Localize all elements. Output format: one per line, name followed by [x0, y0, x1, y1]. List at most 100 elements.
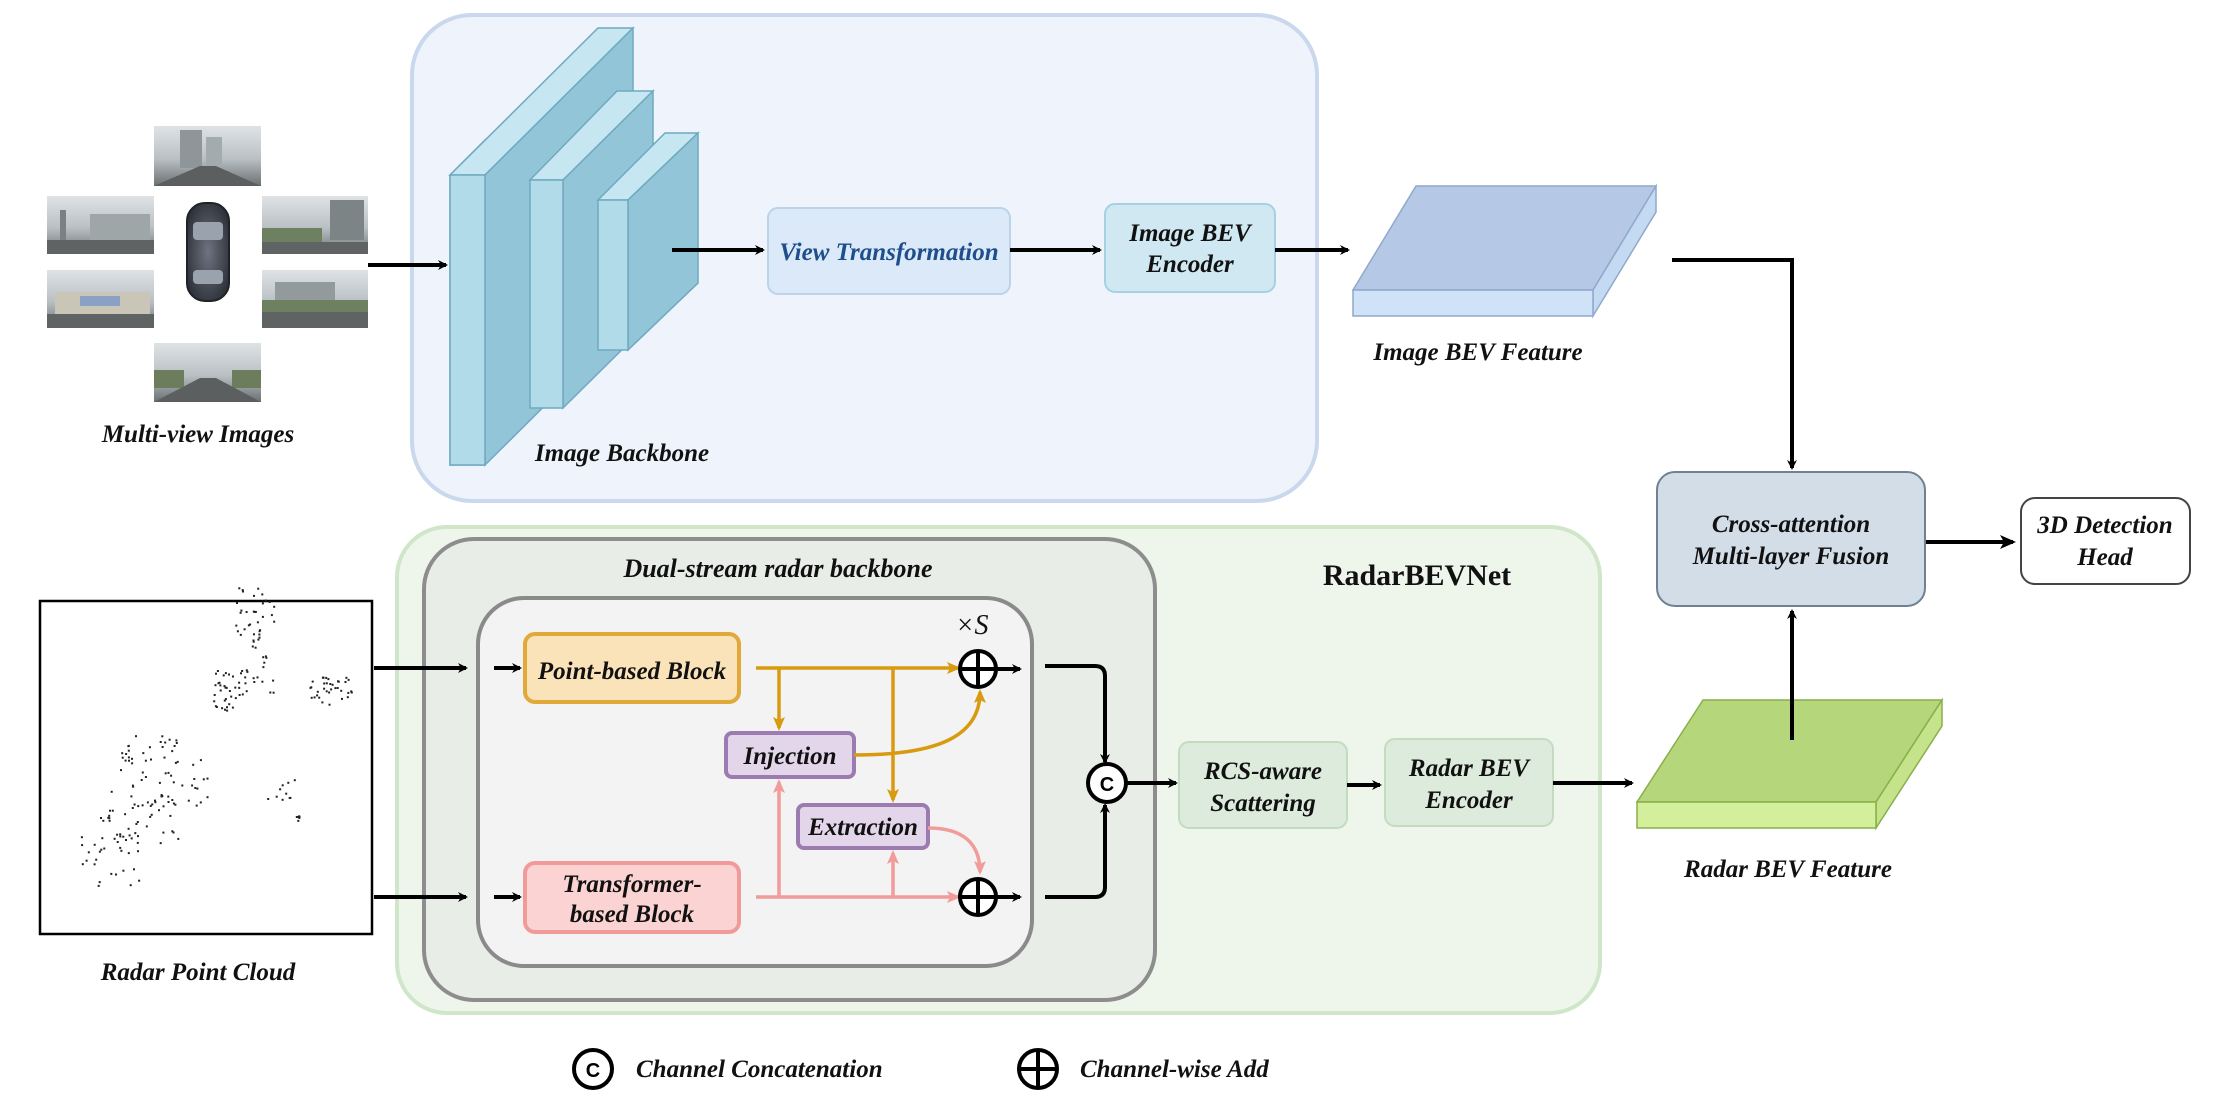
legend-add-icon [1017, 1048, 1059, 1090]
radar-point [98, 881, 101, 884]
radar-point [199, 759, 202, 762]
radar-point [309, 686, 312, 689]
radar-point [219, 684, 222, 687]
channel-add-symbol-bottom [958, 877, 998, 917]
radar-point [344, 681, 347, 683]
radar-point [234, 686, 237, 689]
camera-image-front-right [262, 196, 368, 254]
radar-point [261, 602, 264, 605]
radar-point [102, 819, 105, 822]
radar-point [169, 814, 172, 817]
radar-point [172, 781, 175, 784]
radar-point [148, 746, 151, 749]
radar-point [258, 633, 261, 636]
radar-point [122, 869, 125, 872]
radar-point [259, 629, 262, 632]
radar-point [167, 795, 170, 798]
radar-point [111, 809, 114, 812]
radar-point [136, 841, 139, 844]
legend-add-label: Channel-wise Add [1080, 1056, 1269, 1083]
channel-concat-symbol: C [1086, 762, 1128, 804]
arrow-top-to-concat [1045, 664, 1110, 764]
radar-point [161, 746, 164, 748]
radar-bev-encoder-label-line2: Encoder [1424, 787, 1513, 814]
radar-point [272, 679, 275, 682]
radar-point [120, 769, 122, 772]
radar-point [133, 868, 135, 871]
radar-point [268, 601, 271, 603]
radar-point [287, 781, 290, 784]
radar-point [206, 777, 209, 780]
radar-point [257, 587, 260, 590]
radar-point [325, 690, 328, 693]
radar-point [311, 680, 314, 683]
radar-point [131, 784, 134, 787]
radar-point [109, 809, 111, 812]
radar-point [245, 611, 248, 613]
radar-point [334, 687, 337, 690]
view-transformation-label: View Transformation [779, 239, 998, 266]
radar-point [247, 624, 250, 627]
extraction-label: Extraction [807, 814, 918, 841]
radar-point [101, 837, 104, 840]
radar-point [213, 700, 216, 703]
radarbevnet-title: RadarBEVNet [1323, 559, 1511, 592]
radar-point [93, 863, 96, 866]
radar-point [224, 672, 227, 675]
radar-point [269, 691, 272, 694]
radar-point [127, 827, 130, 830]
radar-point [262, 666, 265, 669]
radar-point [107, 816, 110, 819]
legend-concat: C Channel Concatenation [572, 1048, 883, 1090]
radar-point [135, 735, 137, 738]
radar-point [158, 781, 161, 784]
radar-point [244, 682, 247, 685]
radar-point [270, 614, 273, 617]
radar-point [137, 805, 140, 808]
radar-point [219, 689, 222, 692]
radar-point [215, 672, 217, 675]
radar-point [140, 779, 143, 781]
image-bev-feature-slab [1351, 183, 1658, 319]
radar-point [93, 843, 96, 846]
injection-label: Injection [742, 743, 836, 770]
radar-point [231, 706, 234, 709]
radar-point [131, 807, 134, 809]
radar-point [192, 763, 195, 766]
radar-point [261, 615, 264, 618]
radar-point [252, 640, 255, 643]
transformer-based-block [523, 861, 741, 934]
radar-point [97, 884, 100, 887]
radar-point [262, 656, 265, 659]
radar-point [164, 772, 167, 775]
radar-point [215, 706, 218, 708]
point-based-block-label: Point-based Block [537, 658, 727, 685]
radar-point [236, 630, 239, 633]
radar-point [272, 691, 275, 694]
radar-point [249, 623, 252, 626]
radar-point [95, 858, 98, 861]
radar-point [253, 594, 255, 597]
radar-point [323, 682, 326, 685]
radar-point [172, 831, 175, 834]
radar-point [221, 707, 224, 710]
radar-point [158, 809, 160, 812]
radar-point [127, 852, 130, 855]
radar-point [131, 757, 133, 760]
radar-point [127, 749, 130, 752]
radar-point [275, 795, 278, 798]
camera-image-back-left [47, 270, 154, 328]
radar-point [296, 816, 299, 818]
radar-point [216, 670, 219, 672]
repeat-times-label: ×S [956, 610, 989, 641]
radar-point [281, 798, 284, 801]
radar-point [256, 676, 259, 679]
radar-point [129, 884, 132, 887]
radar-point [168, 738, 171, 741]
radar-point [321, 701, 324, 704]
radar-point [340, 689, 343, 692]
image-bev-encoder-label-line1: Image BEV [1128, 220, 1253, 247]
radar-point [256, 621, 259, 624]
radar-point [281, 784, 284, 787]
